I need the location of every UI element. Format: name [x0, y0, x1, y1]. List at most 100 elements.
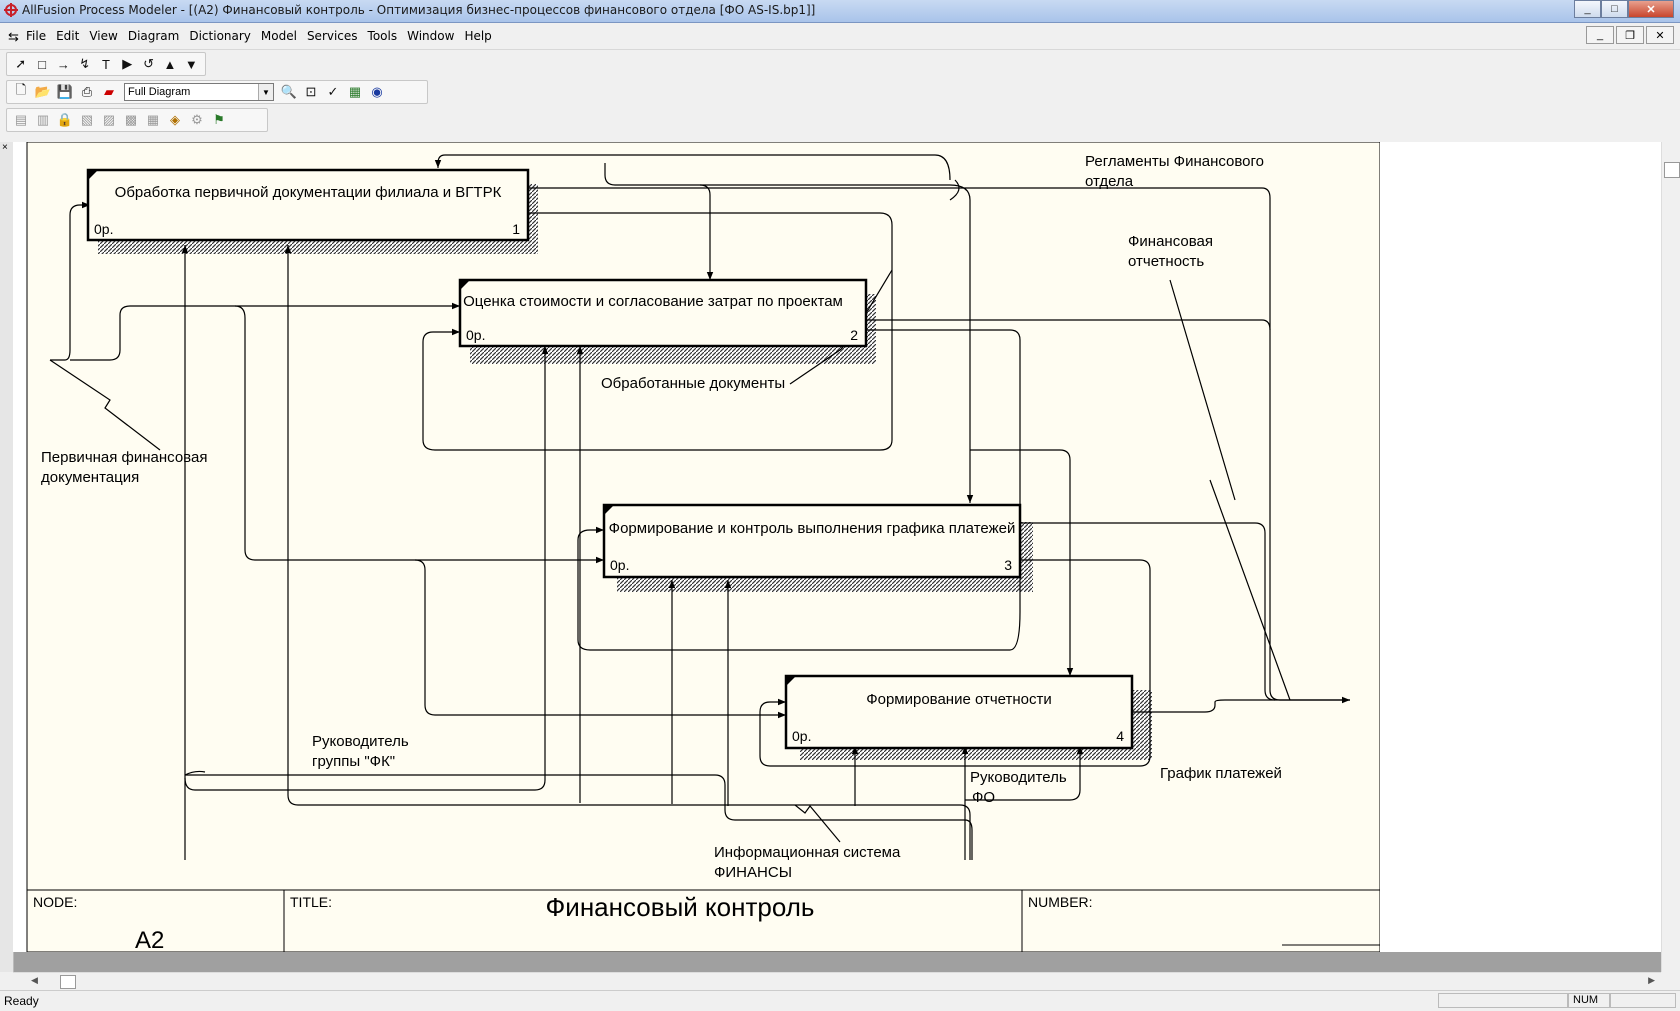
mdi-restore-button[interactable]: ❐	[1616, 26, 1644, 44]
navigator-icon[interactable]: ◉	[371, 84, 383, 99]
label-reglaments-1[interactable]: Регламенты Финансового	[1085, 153, 1264, 170]
arrow-primary-docs-box3[interactable]	[234, 305, 604, 564]
arrow-box3-output[interactable]	[1020, 522, 1276, 701]
menu-services[interactable]: Services	[306, 29, 358, 43]
arrow-reglaments-box4[interactable]	[970, 449, 1074, 676]
undo-icon[interactable]: ↺	[143, 56, 155, 71]
close-button[interactable]: ✕	[1628, 0, 1674, 18]
arrow-primary-docs-box1[interactable]	[50, 201, 90, 361]
label-head-fk-1[interactable]: Руководитель	[312, 733, 409, 750]
scroll-right-icon[interactable]: ▶	[1648, 975, 1655, 985]
color-icon[interactable]: ▰	[104, 84, 114, 99]
activity-box-3[interactable]: Формирование и контроль выполнения графи…	[602, 503, 1022, 579]
vertical-scrollbar[interactable]	[1661, 142, 1680, 972]
box-4-number: 4	[1116, 728, 1124, 744]
menu-dictionary[interactable]: Dictionary	[189, 29, 251, 43]
new-file-icon[interactable]: 🗋	[15, 82, 27, 97]
spell-check-icon[interactable]: ✓	[327, 84, 339, 99]
text-tool-icon[interactable]: T	[102, 56, 110, 72]
document-menu-icon[interactable]: ⇆	[8, 29, 19, 44]
label-primary-docs-1[interactable]: Первичная финансовая	[41, 449, 207, 466]
arrow-reglaments-box1[interactable]	[434, 154, 951, 181]
horizontal-scroll-thumb[interactable]	[60, 975, 76, 989]
label-fin-report-2[interactable]: отчетность	[1128, 253, 1204, 270]
arrow-reglaments-box3[interactable]	[700, 184, 974, 503]
menu-tools[interactable]: Tools	[367, 29, 398, 43]
box-tool-icon[interactable]: □	[38, 56, 46, 72]
menu-edit[interactable]: Edit	[56, 29, 80, 43]
box-3-cost: 0р.	[610, 557, 629, 573]
arrow-info-system-box1[interactable]	[287, 245, 971, 860]
activity-box-2[interactable]: Оценка стоимости и согласование затрат п…	[458, 278, 868, 348]
box-4-cost: 0р.	[792, 728, 811, 744]
minimize-button[interactable]: _	[1574, 0, 1601, 18]
horizontal-scrollbar[interactable]: ◀ ▶	[13, 972, 1661, 990]
label-info-system-2[interactable]: ФИНАНСЫ	[714, 864, 792, 881]
app-icon	[4, 3, 18, 17]
box-3-number: 3	[1004, 557, 1012, 573]
mart-open-icon[interactable]: ▥	[36, 112, 50, 127]
arrow-box2-box3[interactable]	[577, 329, 1021, 651]
lock-icon[interactable]: 🔒	[56, 112, 74, 127]
label-reglaments-2[interactable]: отдела	[1085, 173, 1134, 190]
pointer-tool-icon[interactable]: ➚	[15, 56, 27, 71]
save-icon[interactable]: 💾	[56, 84, 74, 99]
print-icon[interactable]: ⎙	[81, 84, 93, 99]
arrow-tool-icon[interactable]: →	[56, 56, 70, 72]
mart-grid-icon[interactable]: ▦	[146, 112, 160, 127]
menu-window[interactable]: Window	[407, 29, 455, 43]
arrow-processed-docs[interactable]	[422, 212, 893, 451]
label-fin-report-1[interactable]: Финансовая	[1128, 233, 1213, 250]
label-head-fo-1[interactable]: Руководитель	[970, 769, 1067, 786]
arrow-head-fo-box4b[interactable]	[965, 746, 1084, 801]
report-icon[interactable]: ◈	[170, 112, 180, 127]
zoom-fit-icon[interactable]: ⊡	[305, 84, 317, 99]
menu-file[interactable]: File	[26, 29, 47, 43]
box-2-cost: 0р.	[466, 327, 485, 343]
menu-diagram[interactable]: Diagram	[127, 29, 180, 43]
activity-box-4[interactable]: Формирование отчетности 0р. 4	[784, 674, 1134, 750]
mart-connect-icon[interactable]: ▤	[14, 112, 28, 127]
arrow-head-fk-box2[interactable]	[184, 346, 549, 791]
squiggle-tool-icon[interactable]: ↯	[79, 56, 91, 71]
scroll-left-icon[interactable]: ◀	[31, 975, 38, 985]
mart-refresh-icon[interactable]: ▩	[124, 112, 138, 127]
diagram-canvas[interactable]: Обработка первичной документации филиала…	[13, 142, 1661, 952]
zoom-icon[interactable]: 🔍	[280, 84, 298, 99]
menu-help[interactable]: Help	[464, 29, 492, 43]
menu-model[interactable]: Model	[260, 29, 297, 43]
model-explorer-icon[interactable]: ▦	[348, 84, 362, 99]
label-head-fk-2[interactable]: группы "ФК"	[312, 753, 395, 770]
mdi-close-button[interactable]: ✕	[1646, 26, 1674, 44]
node-value: A2	[135, 927, 164, 952]
close-icon[interactable]: ×	[2, 142, 8, 153]
activity-box-1[interactable]: Обработка первичной документации филиала…	[86, 168, 530, 242]
mdi-minimize-button[interactable]: _	[1586, 26, 1614, 44]
arrow-payment-schedule[interactable]	[759, 559, 1151, 767]
label-primary-docs-2[interactable]: документация	[41, 469, 139, 486]
mart-settings-icon[interactable]: ⚙	[191, 112, 203, 127]
status-pane-empty	[1438, 993, 1568, 1008]
arrow-box2-output[interactable]	[865, 319, 1271, 331]
maximize-button[interactable]: □	[1601, 0, 1628, 18]
mart-library-icon[interactable]: ▨	[102, 112, 116, 127]
menu-view[interactable]: View	[89, 29, 118, 43]
label-head-fo-2[interactable]: ФО	[972, 789, 995, 806]
arrow-reglaments-box2[interactable]	[604, 163, 714, 280]
zoom-combo[interactable]: Full Diagram ▼	[124, 83, 274, 101]
go-to-child-icon[interactable]: ▶	[122, 56, 133, 71]
arrow-box4-output[interactable]	[1132, 696, 1350, 713]
arrow-primary-docs-box2[interactable]	[70, 302, 460, 361]
status-bar: Ready NUM	[0, 990, 1680, 1011]
mart-save-icon[interactable]: ▧	[80, 112, 94, 127]
label-info-system-1[interactable]: Информационная система	[714, 844, 901, 861]
label-processed-docs[interactable]: Обработанные документы	[601, 375, 785, 392]
vertical-scroll-thumb[interactable]	[1664, 162, 1680, 178]
users-icon[interactable]: ⚑	[213, 112, 225, 127]
arrow-primary-docs-box4[interactable]	[414, 559, 786, 719]
open-folder-icon[interactable]: 📂	[34, 84, 52, 99]
chevron-down-icon[interactable]: ▼	[258, 84, 273, 100]
go-to-parent-icon[interactable]: ▲	[163, 56, 177, 72]
go-to-sibling-icon[interactable]: ▼	[184, 56, 198, 72]
label-payment-schedule[interactable]: График платежей	[1160, 765, 1282, 782]
